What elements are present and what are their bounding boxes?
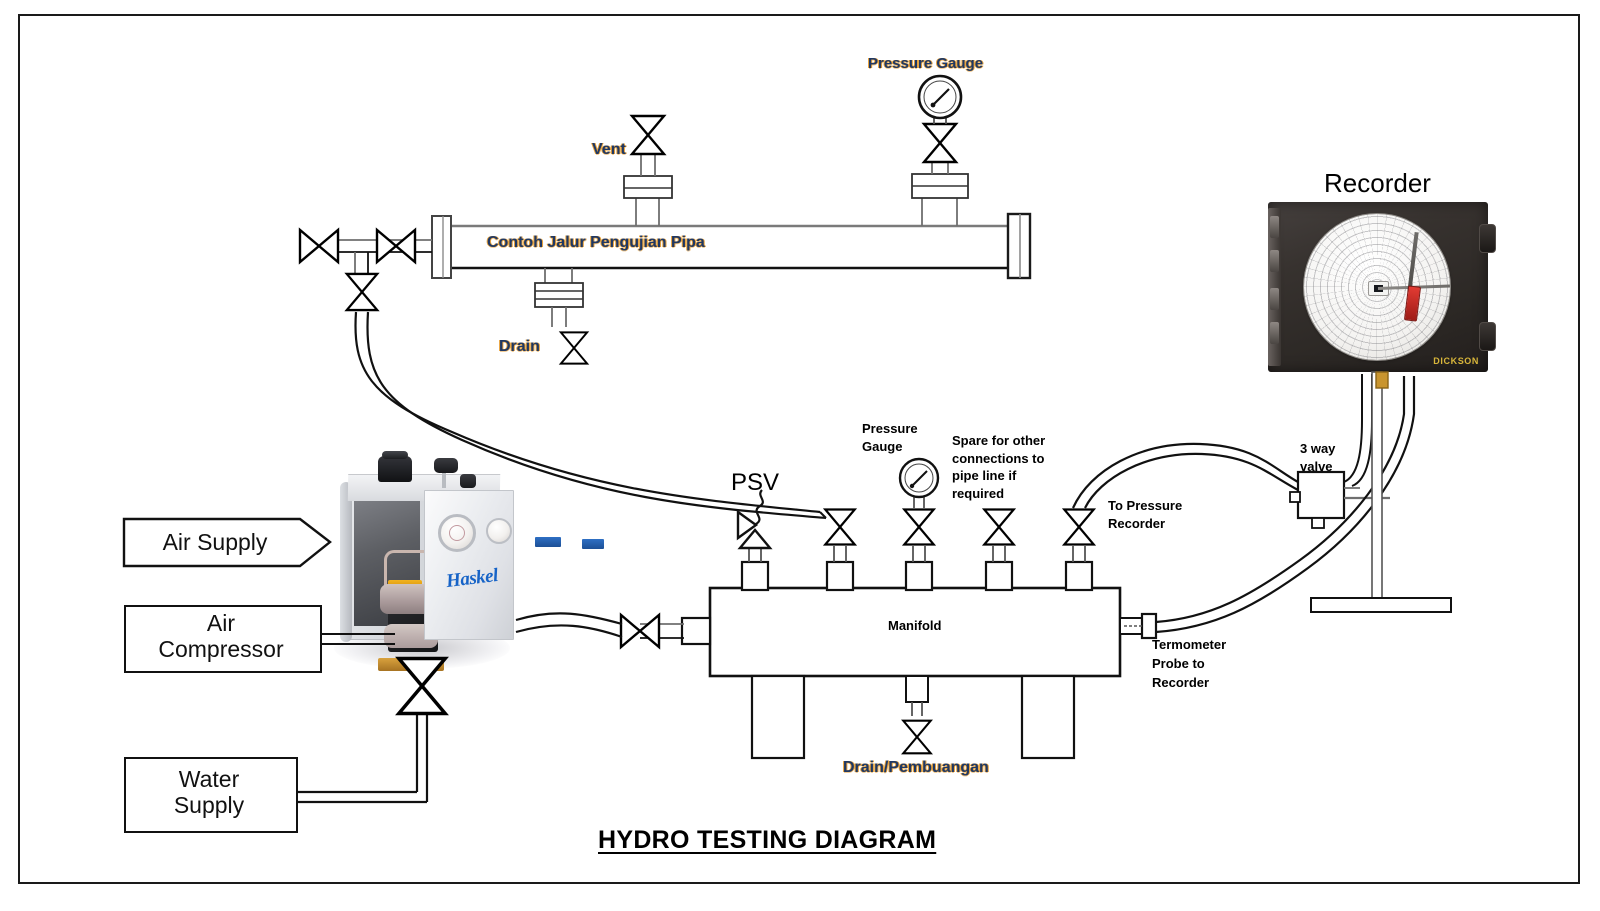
manifold-riser-pressure-gauge — [898, 457, 940, 592]
pump-front-panel — [424, 490, 604, 640]
drain-label: Drain — [499, 338, 540, 355]
three-way-valve — [1289, 470, 1390, 529]
test-line-drain-assembly — [534, 268, 589, 365]
thermometer-probe-label: Termometer Probe to Recorder — [1152, 637, 1227, 690]
hose-testline-to-manifold — [354, 311, 827, 520]
pump-valve-stem — [442, 470, 446, 488]
hose-to-pressure-recorder — [1071, 442, 1299, 509]
water-supply-line — [294, 656, 447, 804]
air-compressor-line — [318, 633, 395, 645]
pump-secondary-knob — [460, 474, 476, 488]
recorder-latch-top[interactable] — [1479, 224, 1496, 253]
recorder-title-label: Recorder — [1324, 168, 1431, 198]
pump-frame-rail — [340, 482, 352, 642]
vent-assembly — [623, 114, 673, 226]
water-supply-box[interactable] — [124, 757, 298, 833]
psv-label: PSV — [731, 469, 780, 496]
vent-label: Vent — [592, 141, 626, 158]
test-pipe-label: Contoh Jalur Pengujian Pipa — [487, 234, 705, 251]
pump-pressure-gauge-large — [438, 514, 476, 552]
air-compressor-box[interactable] — [124, 605, 322, 673]
top-pressure-gauge-assembly — [911, 74, 969, 226]
air-supply-arrow-box[interactable] — [122, 517, 332, 568]
recorder-hinge-1 — [1270, 216, 1279, 238]
pump-control-knob — [434, 458, 458, 473]
manifold-riser-spare — [983, 508, 1015, 592]
manifold-riser-to-recorder — [1063, 508, 1095, 592]
air-supply-label: Air Supply — [162, 528, 268, 555]
pump-gauge-tag-right — [582, 539, 604, 549]
pump-gauge-tag-left — [535, 537, 561, 547]
thermometer-probe-hose — [1155, 376, 1416, 634]
to-pressure-recorder-label: To Pressure Recorder — [1108, 498, 1183, 532]
pump-filler-cap — [378, 451, 412, 482]
water-supply-label: Water Supply — [173, 766, 245, 818]
recorder-hinge-3 — [1270, 288, 1279, 310]
test-pipe-spool — [431, 212, 1032, 280]
pump-pressure-gauge-small — [486, 518, 512, 544]
chart-recorder-device: DICKSON — [1268, 202, 1496, 372]
recorder-hinge-4 — [1270, 322, 1279, 344]
manifold-drain-label: Drain/Pembuangan — [843, 759, 989, 776]
top-pressure-gauge-label: Pressure Gauge — [868, 55, 984, 72]
recorder-brand-logo: DICKSON — [1433, 356, 1479, 366]
recorder-hinge-2 — [1270, 250, 1279, 272]
three-way-valve-label: 3 way valve — [1300, 441, 1336, 475]
test-line-inlet-valve-group — [298, 228, 432, 312]
diagram-title: HYDRO TESTING DIAGRAM — [598, 826, 937, 854]
manifold-riser-psv — [736, 489, 773, 592]
air-compressor-label: Air Compressor — [158, 610, 284, 662]
manifold-riser-testline — [824, 508, 856, 592]
recorder-stand — [1310, 371, 1452, 613]
recorder-latch-bottom[interactable] — [1479, 322, 1496, 351]
manifold-assembly — [515, 586, 1158, 760]
manifold-body-label: Manifold — [888, 618, 942, 633]
tubing-valve-to-recorder — [1343, 374, 1373, 487]
manifold-pressure-gauge-label: Pressure Gauge — [862, 421, 918, 454]
spare-connections-label: Spare for other connections to pipe line… — [952, 433, 1046, 501]
